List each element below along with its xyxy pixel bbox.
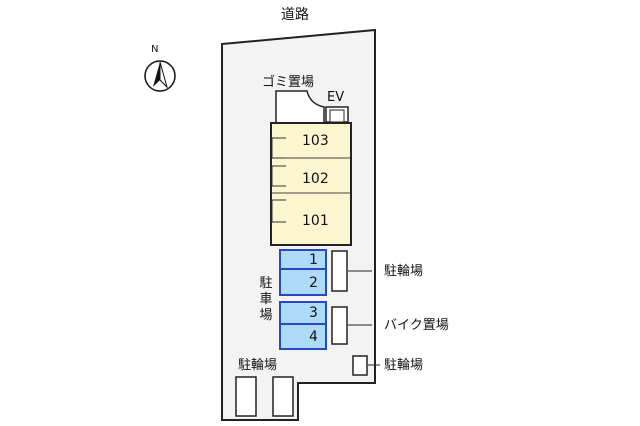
elevator-label: EV [327, 90, 345, 105]
road-label: 道路 [281, 7, 309, 23]
unit-102-label: 102 [302, 171, 329, 187]
motorbike-parking-box [331, 306, 348, 345]
compass-icon [144, 60, 176, 92]
bicycle-parking-left-1 [235, 376, 257, 417]
unit-101-label: 101 [302, 213, 329, 229]
bicycle-parking-small-box [352, 355, 368, 376]
bicycle-parking-box [331, 250, 348, 292]
parking-space-3: 3 [309, 305, 318, 321]
parking-space-2: 2 [309, 275, 318, 291]
building [270, 122, 352, 246]
bicycle-parking-label-mid: 駐輪場 [384, 264, 424, 279]
unit-103-label: 103 [302, 133, 329, 149]
bicycle-parking-label-left: 駐輪場 [238, 358, 278, 373]
compass-north-label: N [151, 44, 159, 55]
garbage-label: ゴミ置場 [262, 75, 315, 90]
parking-spaces [279, 249, 327, 350]
parking-label: 駐 車 場 [259, 276, 273, 323]
bicycle-parking-left-2 [272, 376, 294, 417]
parking-space-1: 1 [309, 252, 318, 268]
motorbike-parking-label: バイク置場 [384, 318, 449, 333]
garbage-area [275, 90, 325, 122]
parking-space-4: 4 [309, 329, 318, 345]
bicycle-parking-label-right: 駐輪場 [384, 358, 424, 373]
